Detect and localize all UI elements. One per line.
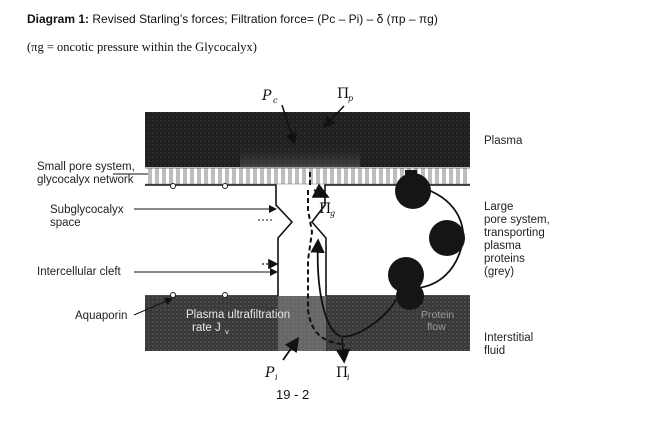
heading-label: Diagram 1: bbox=[27, 12, 90, 26]
pi-i-subscript: i bbox=[347, 373, 350, 382]
oncotic-return-arrow bbox=[310, 238, 397, 338]
large-pore-label-2: pore system, bbox=[484, 214, 550, 226]
glycocalyx-strip bbox=[145, 168, 470, 184]
protein-exit bbox=[396, 282, 424, 310]
large-pore-label-3: transporting bbox=[484, 227, 545, 239]
p-i-symbol: P bbox=[264, 365, 275, 381]
intercellular-cleft-label: Intercellular cleft bbox=[37, 266, 122, 278]
ultrafiltration-label-2: rate J bbox=[192, 322, 221, 334]
pip-symbol: Π bbox=[337, 86, 349, 102]
interstitial-label-2: fluid bbox=[484, 345, 505, 357]
ultrafiltration-subscript: v bbox=[225, 327, 229, 336]
interstitial-label-1: Interstitial bbox=[484, 332, 533, 344]
large-pore-label-4: plasma bbox=[484, 240, 522, 252]
left-cell-outline bbox=[145, 184, 294, 297]
cleft-exit-light bbox=[278, 296, 326, 351]
glycocalyx-network-label: glycocalyx network bbox=[37, 174, 134, 186]
pip-subscript: p bbox=[348, 94, 353, 103]
subglycocalyx-label-1: Subglycocalyx bbox=[50, 204, 124, 216]
pi-i-symbol: Π bbox=[336, 365, 348, 381]
glycocalyx-note: (πg = oncotic pressure within the Glycoc… bbox=[27, 40, 257, 54]
p-i-arrow bbox=[282, 337, 300, 361]
pip-arrow bbox=[322, 105, 345, 129]
protein-top bbox=[395, 173, 431, 209]
protein-middle bbox=[429, 220, 465, 256]
pc-symbol: P bbox=[261, 88, 272, 104]
ultrafiltration-label-1: Plasma ultrafiltration bbox=[186, 309, 290, 321]
large-pore-label-1: Large bbox=[484, 201, 513, 213]
large-pore-label-6: (grey) bbox=[484, 266, 514, 278]
aquaporin-label: Aquaporin bbox=[75, 310, 127, 322]
figure-number: 19 - 2 bbox=[276, 387, 309, 402]
protein-flow-label-1: Protein bbox=[421, 309, 454, 321]
pc-subscript: c bbox=[273, 96, 278, 105]
large-pore-label-5: proteins bbox=[484, 253, 525, 265]
subglycocalyx-label-2: space bbox=[50, 217, 81, 229]
pig-symbol: Π bbox=[319, 201, 331, 217]
pi-i-arrow bbox=[335, 337, 351, 364]
lumen-fade bbox=[240, 140, 360, 168]
diagram-heading: Diagram 1: Revised Starling’s forces; Fi… bbox=[27, 12, 438, 26]
pig-subscript: g bbox=[330, 209, 335, 218]
p-i-subscript: i bbox=[275, 373, 278, 382]
pc-arrow bbox=[281, 104, 297, 145]
filtration-arrow-top bbox=[311, 183, 330, 198]
plasma-label: Plasma bbox=[484, 135, 523, 147]
heading-text: Revised Starling’s forces; Filtration fo… bbox=[92, 12, 438, 26]
protein-flow-label-2: flow bbox=[427, 321, 446, 333]
small-pore-label: Small pore system, bbox=[37, 161, 135, 173]
